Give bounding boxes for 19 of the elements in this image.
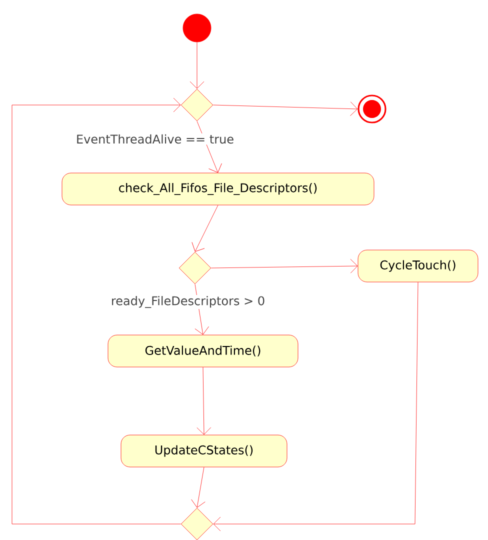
- arrow: [190, 42, 204, 89]
- arrow: [192, 205, 218, 252]
- decision-diamond: [180, 508, 214, 540]
- decision-diamond: [180, 88, 214, 122]
- arrow: [196, 367, 212, 435]
- start-node: [182, 14, 212, 42]
- arrow: [191, 467, 206, 508]
- activity-box: UpdateCStates(): [120, 434, 288, 468]
- arrow: [213, 282, 418, 532]
- activity-box: GetValueAndTime(): [108, 334, 298, 368]
- end-node: [358, 94, 386, 124]
- edge-label: ready_FileDescriptors > 0: [110, 295, 266, 309]
- arrow: [213, 102, 358, 116]
- arrow: [211, 258, 358, 274]
- activity-box: CycleTouch(): [358, 250, 478, 282]
- arrow: [12, 98, 181, 524]
- decision-diamond: [178, 252, 212, 284]
- edge-label: EventThreadAlive == true: [74, 133, 236, 145]
- activity-box: check_All_Fifos_File_Descriptors(): [62, 172, 374, 206]
